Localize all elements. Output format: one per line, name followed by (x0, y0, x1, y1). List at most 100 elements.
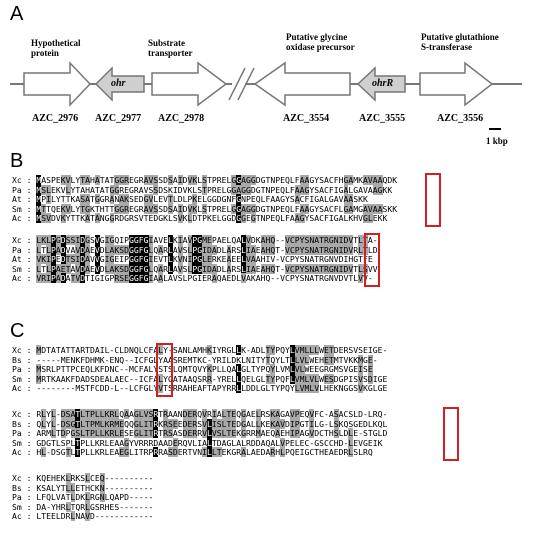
species-label: Xc : (12, 473, 37, 483)
species-label: Sm : (12, 203, 37, 214)
alignment-row: Xc : MASPEKVLYTAHATATGGREGRAVSSDSAIDVKLS… (12, 175, 398, 186)
gene-arrow-azc2976 (23, 61, 92, 107)
alignment-row: Ac : HL-DSGTLTPLLKRLEAEGLITRPRRASDERTVNI… (12, 447, 387, 458)
alignment-row: Xc : RLYL-DSATLTPLLKRLQAAGLVSRTRAANDERQV… (12, 409, 388, 420)
sequence: HL-DSGTLTPLLKRLEAEGLITRPRRASDERTVNILLTEK… (36, 447, 373, 457)
sequence: MSRLPTTPCEQLKFDNC--MCFALYSTSLQMTQVYKPLLQ… (36, 364, 373, 374)
alignment-block: Xc : LKLPGDSSIDGSVGIGQIPGGFGIAVELKIAVPGM… (12, 235, 378, 284)
alignment-row: Pa : ARMLTDPGSLTPLLKRLESEGLITRTRSASDERRV… (12, 428, 388, 439)
gene-id-azc2978: AZC_2978 (158, 113, 205, 124)
species-label: Bs : (12, 482, 37, 493)
alignment-row: Xc : KQEHEKLRKSLCEQ---------- (12, 473, 153, 484)
panel-letter-a: A (10, 3, 24, 25)
species-label: Ac : (12, 447, 37, 457)
species-label: At : (12, 194, 37, 204)
sequence: MSVDVKYTTKATANGGRDGRSVTEDGKLSVKLDTPKELGG… (36, 213, 388, 223)
sequence: LFQLVATLDKLRGNLQAPD----- (36, 492, 154, 502)
gene-name-ohrr: ohrR (372, 78, 394, 89)
gene-label-azc2976: Hypothetical protein (31, 38, 81, 58)
gene-arrow-azc2977 (94, 66, 145, 102)
species-label: Ac : (12, 213, 37, 223)
scale-bar-label: 1 kbp (486, 136, 508, 146)
sequence: ARMLTDPGSLTPLLKRLESEGLITRTRSASDERRVLVSLT… (36, 428, 388, 438)
alignment-row: At : VKIPEDTSIDAVVGIGEIPGGFGIEVTLKVNIPGL… (12, 254, 378, 265)
species-label: Sm : (12, 437, 37, 448)
alignment-row: Pa : LFQLVATLDKLRGNLQAPD----- (12, 492, 154, 503)
gene-map-svg (10, 61, 522, 130)
gene-id-azc2976: AZC_2976 (32, 113, 79, 124)
sequence: LTEELDRLNAVD------------ (36, 511, 154, 521)
gene-map-panel: A Hypothetical protein Substrate transpo… (0, 0, 550, 150)
sequence: GDGTLSPLTPLLKRLEAAGYVRRRDAADERQVLIALTDAG… (36, 437, 383, 448)
alignment-row: Sm : DA-YHRLTQRLGSRHES------- (12, 501, 154, 513)
gene-label-azc2978: Substrate transporter (148, 38, 193, 58)
species-label: Pa : (12, 492, 37, 502)
gene-name-ohr: ohr (111, 78, 126, 89)
sequence: MASPEKVLYTAHATATGGREGRAVSSDSAIDVKLSTPREL… (36, 175, 398, 185)
break-mark-2 (237, 67, 255, 101)
alignment-row: Sm : LTLPAETAVDAEVDLAKSDGGFGLQARLAVSLPGI… (12, 263, 378, 275)
species-label: Pa : (12, 244, 37, 255)
panel-letter-c: C (10, 320, 25, 342)
alignment-block: Xc : KQEHEKLRKSLCEQ----------Bs : KSALYT… (12, 473, 154, 522)
sequence: VKIPEDTSIDAVVGIGEIPGGFGIEVTLKVNIPGLERKEA… (36, 254, 373, 264)
sequence: LKLPGDSSIDGSVGIGQIPGGFGIAVELKIAVPGMEPAEL… (36, 235, 378, 245)
alignment-row: Xc : LKLPGDSSIDGSVGIGQIPGGFGIAVELKIAVPGM… (12, 235, 378, 246)
sequence: LTLPAETAVDAEVDLAKSDGGFGLQARLAVSLPGIDADLA… (36, 263, 378, 274)
alignment-row: Sm : MRTKAAKFDADSDEALAEC--ICFALYGATAAQSR… (12, 373, 388, 385)
gene-arrow-azc3554 (253, 61, 351, 107)
species-label: Xc : (12, 235, 37, 245)
conserved-cysteine-box (156, 343, 173, 397)
sequence: KSALYTLLETHCKN---------- (36, 482, 154, 493)
break-mark-1 (228, 67, 246, 101)
alignment-row: Xc : MDTATATTARTDAIL-CLDNQLCFALY-SANLAMH… (12, 345, 388, 356)
sequence: RLYL-DSATLTPLLKRLQAAGLVSRTRAANDERQVRIALT… (36, 409, 388, 419)
species-label: Pa : (12, 364, 37, 374)
alignment-block: Xc : MASPEKVLYTAHATATGGREGRAVSSDSAIDVKLS… (12, 175, 398, 224)
gene-id-azc3556: AZC_3556 (437, 113, 484, 124)
species-label: Ac : (12, 511, 37, 521)
species-label: Ac : (12, 383, 37, 393)
gene-id-azc2977: AZC_2977 (95, 113, 142, 124)
sequence: MDTATATTARTDAIL-CLDNQLCFALY-SANLAMHKIYRG… (36, 345, 388, 355)
gene-arrow-azc3555 (356, 66, 406, 102)
alignment-block: Xc : RLYL-DSATLTPLLKRLQAAGLVSRTRAANDERQV… (12, 409, 388, 458)
gene-id-azc3554: AZC_3554 (283, 113, 330, 124)
sequence: -----MENKFDHMK-ENQ--ICFGLYAASREMTKC-YRIL… (36, 354, 378, 365)
alignment-row: Bs : -----MENKFDHMK-ENQ--ICFGLYAASREMTKC… (12, 354, 387, 366)
conserved-cysteine-box (363, 233, 380, 287)
panel-letter-b: B (10, 150, 24, 172)
alignment-row: Sm : MTTQEKVLYTGKTHTTGGREGRAVSSDSAIDVKLS… (12, 203, 398, 215)
alignment-row: Ac : --------MSTFCDD-L--LCFGLYVTSRRAHEAF… (12, 383, 387, 394)
sequence: LTLPADVAVDAEVDLAKSDGGFGLQARLAVSLPGIDADLA… (36, 244, 378, 255)
sequence: DA-YHRLTQRLGSRHES------- (36, 501, 154, 512)
species-label: Sm : (12, 373, 37, 384)
species-label: Pa : (12, 428, 37, 438)
alignment-row: Pa : MSRLPTTPCEQLKFDNC--MCFALYSTSLQMTQVY… (12, 364, 387, 375)
alignment-row: At : MPILYTTKASATGGRANAKSEDGVLEVTLDLPKEL… (12, 194, 397, 205)
alignment-row: Sm : GDGTLSPLTPLLKRLEAAGYVRRRDAADERQVLIA… (12, 437, 387, 449)
gene-arrow-azc2978 (151, 61, 228, 107)
species-label: Sm : (12, 501, 37, 512)
sequence: MRTKAAKFDADSDEALAEC--ICFALYGATAAQSRR-YRE… (36, 373, 388, 384)
sequence: MTTQEKVLYTGKTHTTGGREGRAVSSDSAIDVKLSTPREL… (36, 203, 398, 214)
conserved-cysteine-box (424, 173, 441, 227)
species-label: At : (12, 254, 37, 264)
conserved-cysteine-box (443, 407, 460, 461)
gene-label-azc3556: Putative glutathione S-transferase (421, 32, 499, 52)
sequence: QLYL-DSGTLTPMLKRMEQQGLITRKRSEEDERSVLISLT… (36, 418, 388, 429)
sequence: MPILYTTKASATGGRANAKSEDGVLEVTLDLPKELGGDGN… (36, 194, 368, 204)
sequence: MSLEKVLYTAHATATGGREGRAVSSDSKIDVKLSTPRELG… (36, 184, 393, 195)
gene-arrow-azc3556 (419, 61, 494, 107)
species-label: Xc : (12, 409, 37, 419)
alignment-row: Bs : QLYL-DSGTLTPMLKRMEQQGLITRKRSEEDERSV… (12, 418, 388, 430)
alignment-row: Ac : LTEELDRLNAVD------------ (12, 511, 154, 522)
alignment-row: Ac : VRIPADATVDTIGIGPRSEGGFGIAALAVSLPGIE… (12, 273, 378, 284)
alignment-row: Pa : MSLEKVLYTAHATATGGREGRAVSSDSKIDVKLST… (12, 184, 397, 196)
species-label: Bs : (12, 418, 37, 429)
alignment-row: Bs : KSALYTLLETHCKN---------- (12, 482, 154, 494)
species-label: Pa : (12, 184, 37, 195)
species-label: Xc : (12, 175, 37, 185)
alignment-row: Ac : MSVDVKYTTKATANGGRDGRSVTEDGKLSVKLDTP… (12, 213, 397, 224)
species-label: Ac : (12, 273, 37, 283)
